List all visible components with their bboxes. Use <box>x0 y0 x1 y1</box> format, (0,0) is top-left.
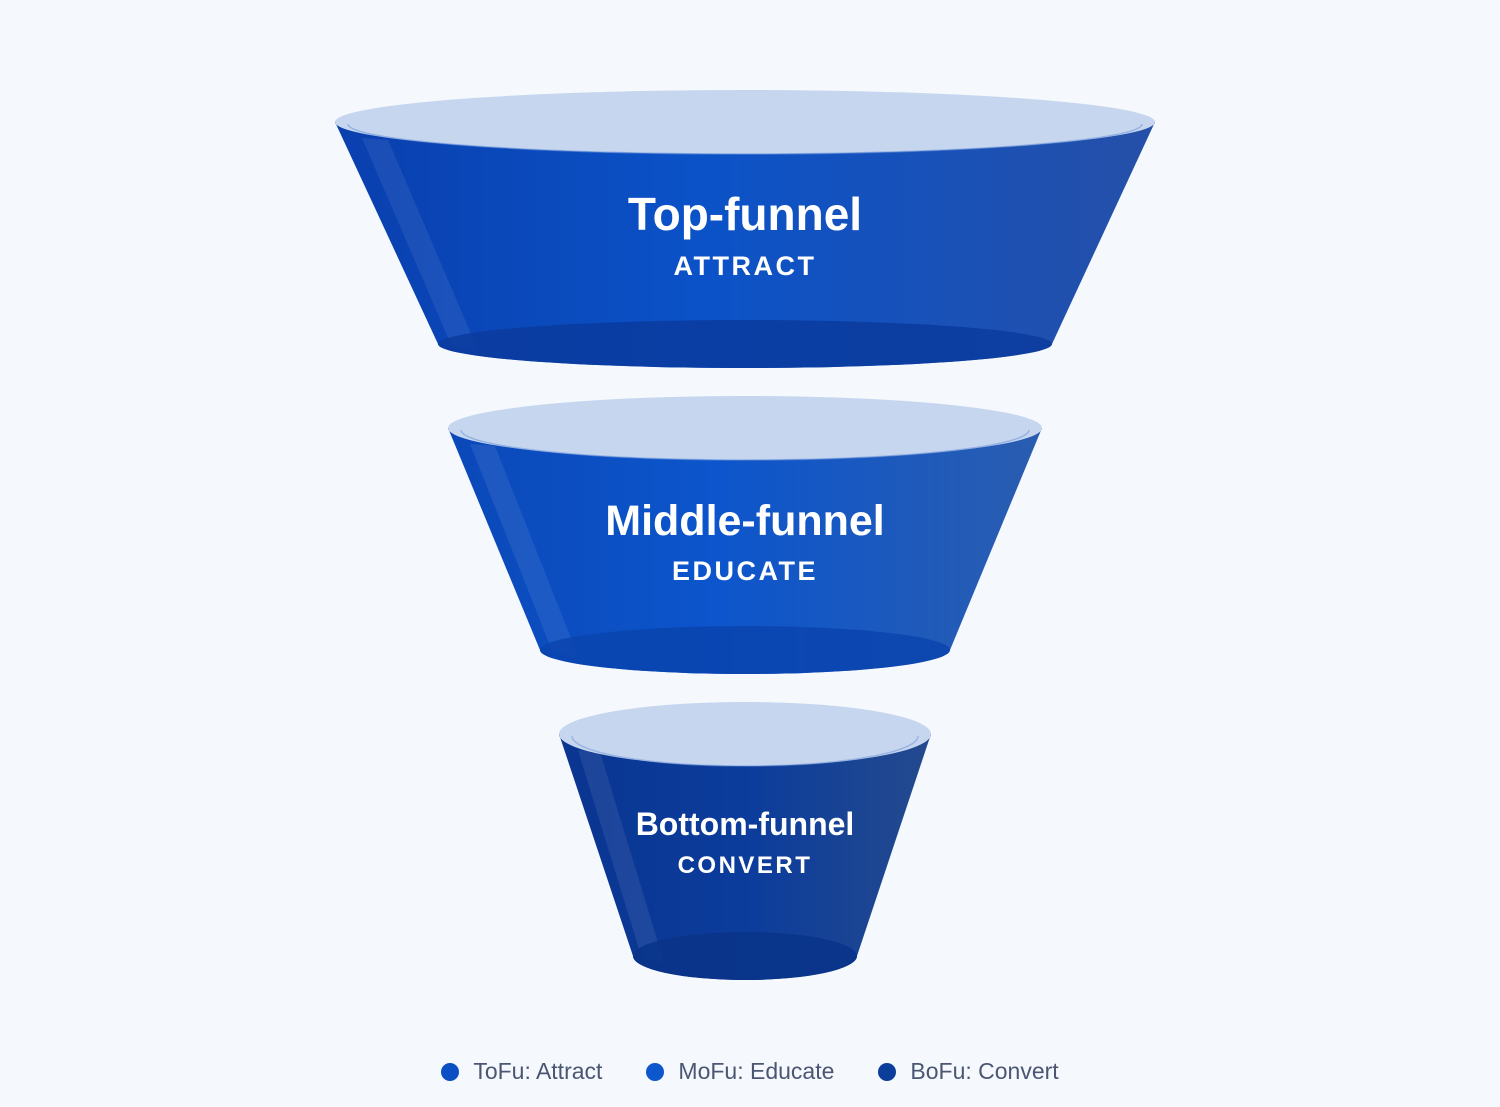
stage-title: Middle-funnel <box>605 497 884 545</box>
legend-label: ToFu: Attract <box>473 1058 603 1084</box>
funnel-stage-middle: Middle-funnel EDUCATE <box>448 396 1042 674</box>
legend-dot <box>441 1062 460 1081</box>
bottom-inner-line <box>571 735 919 767</box>
legend-item-tofu: ToFu: Attract <box>441 1058 602 1085</box>
legend-label: MoFu: Educate <box>678 1058 835 1084</box>
funnel-stage-top: Top-funnel ATTRACT <box>335 90 1155 368</box>
legend-label: BoFu: Convert <box>910 1058 1059 1084</box>
top-rim <box>335 90 1155 154</box>
legend-dot <box>646 1062 665 1081</box>
stage-subtitle: ATTRACT <box>674 251 817 281</box>
middle-base <box>540 626 950 674</box>
top-body <box>335 122 1155 368</box>
top-inner-line <box>347 123 1143 155</box>
middle-body <box>448 428 1042 674</box>
legend-dot <box>878 1062 897 1081</box>
middle-highlight <box>470 444 578 656</box>
funnel-stage-bottom: Bottom-funnel CONVERT <box>559 702 931 980</box>
top-highlight <box>362 138 478 350</box>
middle-rim <box>448 396 1042 460</box>
legend-item-bofu: BoFu: Convert <box>878 1058 1059 1085</box>
legend: ToFu: Attract MoFu: Educate BoFu: Conver… <box>0 1058 1500 1085</box>
stage-subtitle: CONVERT <box>678 852 813 879</box>
top-base <box>438 320 1052 368</box>
stage-subtitle: EDUCATE <box>672 556 818 586</box>
bottom-body <box>559 734 931 980</box>
stage-title: Bottom-funnel <box>636 806 855 842</box>
middle-inner-line <box>460 429 1030 461</box>
bottom-highlight <box>578 750 664 962</box>
legend-item-mofu: MoFu: Educate <box>646 1058 834 1085</box>
bottom-base <box>633 932 857 980</box>
bottom-rim <box>559 702 931 766</box>
stage-title: Top-funnel <box>628 188 862 240</box>
